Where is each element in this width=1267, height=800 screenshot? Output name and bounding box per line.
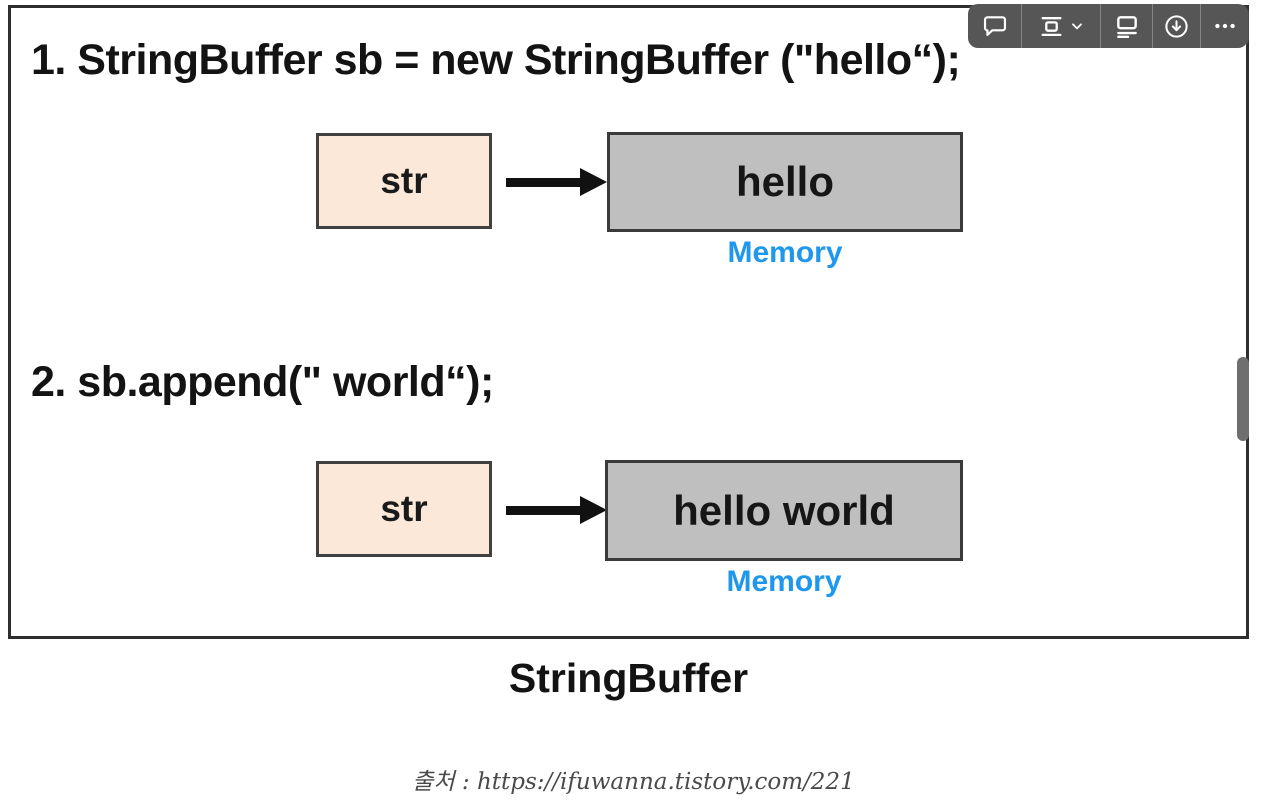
step1-variable-label: str: [380, 160, 428, 201]
position-button[interactable]: [1021, 4, 1100, 48]
caption-icon: [1114, 13, 1140, 39]
step2-memory-value: hello world: [673, 486, 895, 534]
arrow-shaft: [506, 177, 580, 187]
figure-source-text: 출처 : https://ifuwanna.tistory.com/221: [412, 769, 855, 795]
step2-variable-box: str: [316, 461, 492, 557]
vertical-scrollbar-thumb[interactable]: [1237, 357, 1249, 441]
step1-arrow-icon: [506, 168, 607, 196]
step2-memory-label: Memory: [726, 565, 842, 598]
step2-variable-label: str: [380, 488, 428, 529]
step1-memory-value: hello: [735, 158, 834, 205]
step2-memory-box: hello world: [605, 460, 963, 561]
figure-caption: StringBuffer: [508, 655, 749, 701]
step1-code-text: 1. StringBuffer sb = new StringBuffer ("…: [31, 36, 961, 84]
more-options-button[interactable]: [1200, 4, 1248, 48]
step1-memory-box: hello: [607, 132, 963, 232]
step2-code-text: 2. sb.append(" world“);: [31, 358, 494, 406]
chevron-down-icon: [1070, 19, 1084, 33]
arrow-shaft: [506, 505, 580, 515]
position-icon: [1039, 14, 1064, 39]
arrow-head: [580, 496, 607, 524]
download-icon: [1163, 13, 1190, 40]
arrow-head: [580, 168, 607, 196]
caption-button[interactable]: [1100, 4, 1152, 48]
image-hover-toolbar: [968, 4, 1248, 48]
diagram-image-frame: 1. StringBuffer sb = new StringBuffer ("…: [8, 5, 1249, 639]
comment-button[interactable]: [968, 4, 1021, 48]
comment-icon: [982, 13, 1008, 39]
step1-variable-box: str: [316, 133, 492, 229]
step1-memory-label: Memory: [727, 236, 843, 269]
download-button[interactable]: [1152, 4, 1200, 48]
step2-arrow-icon: [506, 496, 607, 524]
more-options-icon: [1212, 13, 1238, 39]
